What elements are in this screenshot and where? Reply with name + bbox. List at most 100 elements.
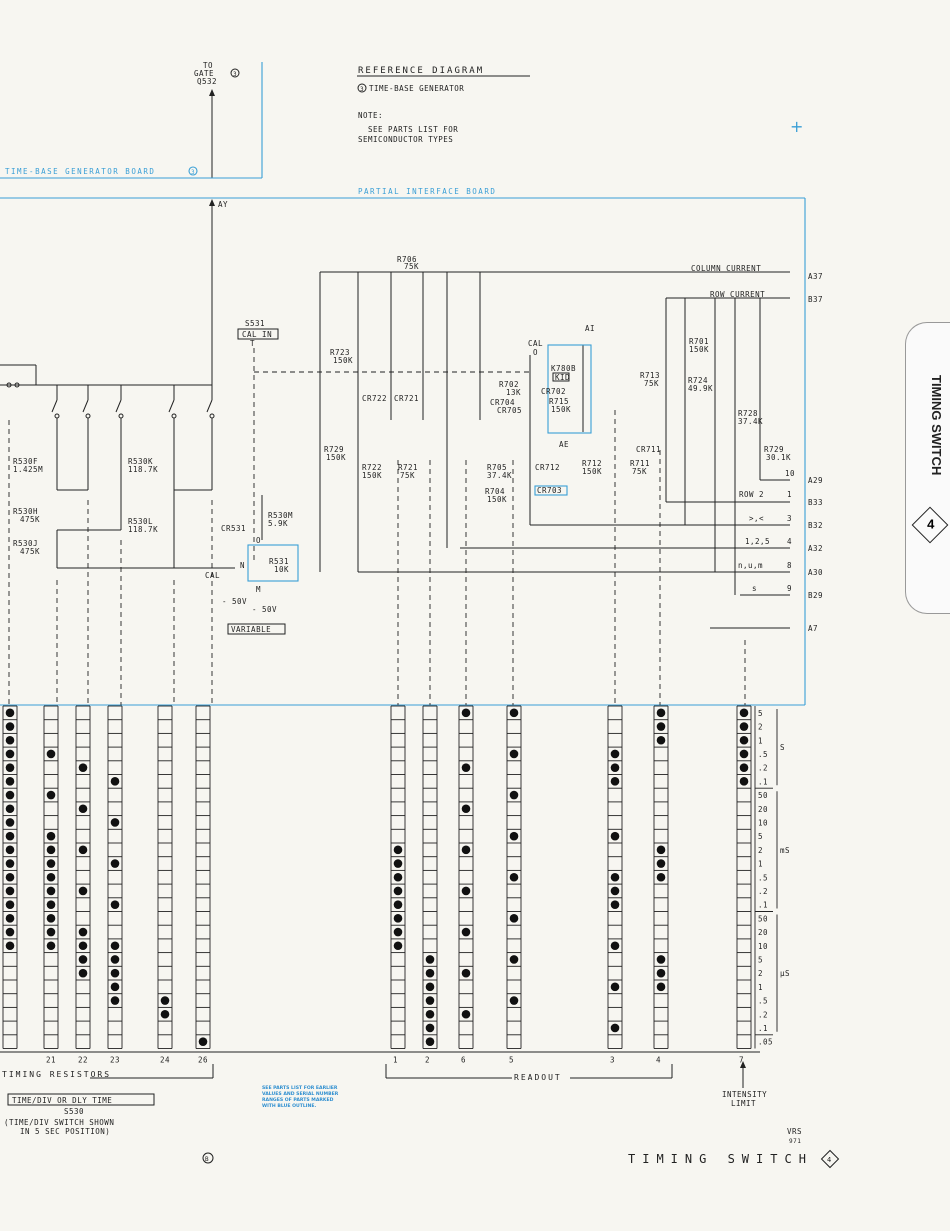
contact-dot	[461, 886, 471, 896]
terminal-a30: A30	[808, 568, 823, 577]
position-label: .2	[758, 1010, 768, 1019]
contact-dot	[393, 927, 403, 937]
contact-dot	[656, 845, 666, 855]
contact-dot	[425, 968, 435, 978]
contact-dot	[46, 914, 56, 923]
readout-label: READOUT	[514, 1073, 562, 1082]
terminal-a32: A32	[808, 544, 823, 553]
tab-number: 4	[927, 516, 935, 532]
r530l-value: 118.7K	[128, 525, 158, 534]
r722-value: 150K	[362, 471, 382, 480]
contact-dot	[509, 955, 519, 964]
r729a-value: 30.1K	[766, 453, 791, 462]
diagram-title: REFERENCE DIAGRAM	[358, 66, 484, 76]
r729b-value: 150K	[326, 453, 346, 462]
contact-dot	[5, 927, 15, 937]
r729a-name: R729	[764, 445, 784, 454]
column-label: 22	[78, 1056, 88, 1065]
contact-dot	[110, 955, 120, 964]
r701-name: R701	[689, 337, 709, 346]
contact-dot	[78, 927, 88, 937]
terminal-b32: B32	[808, 521, 823, 530]
contact-dot	[425, 1023, 435, 1033]
unit-label: S	[780, 743, 785, 752]
contact-dot	[656, 735, 666, 745]
cr703-label: CR703	[537, 486, 562, 495]
contact-dot	[610, 900, 620, 909]
variable-label: VARIABLE	[231, 625, 271, 634]
contact-dot	[739, 735, 749, 745]
one25-label: 1,2,5	[745, 537, 770, 546]
contact-dot	[78, 955, 88, 964]
contact-dot	[739, 749, 749, 759]
contact-dot	[110, 777, 120, 786]
r712-value: 150K	[582, 467, 602, 476]
r530m-value: 5.9K	[268, 519, 288, 528]
contact-dot	[5, 886, 15, 896]
initials: VRS	[787, 1127, 802, 1136]
contact-dot	[393, 900, 403, 909]
pin-3: 3	[787, 514, 792, 523]
column-label: 6	[461, 1056, 466, 1065]
r711-name: R711	[630, 459, 650, 468]
r530m-name: R530M	[268, 511, 293, 520]
note-line2: SEMICONDUCTOR TYPES	[358, 135, 453, 144]
contact-dot	[46, 886, 56, 896]
r704-name: R704	[485, 487, 505, 496]
position-label: .2	[758, 764, 768, 773]
contact-dot	[425, 996, 435, 1005]
contact-dot	[393, 845, 403, 855]
cr712-label: CR712	[535, 463, 560, 472]
r702-name: R702	[499, 380, 519, 389]
pin-1: 1	[787, 490, 792, 499]
column-label: 3	[610, 1056, 615, 1065]
position-label: 50	[758, 914, 768, 923]
contact-dot	[46, 859, 56, 868]
position-label: 2	[758, 846, 763, 855]
r721-value: 75K	[400, 471, 415, 480]
r704-value: 150K	[487, 495, 507, 504]
bottom-title: TIMING SWITCH	[628, 1152, 813, 1166]
r530l-name: R530L	[128, 517, 153, 526]
contact-dot	[610, 982, 620, 992]
cal-in-label: CAL IN	[242, 330, 272, 339]
r715-name: R715	[549, 397, 569, 406]
pin-4: 4	[787, 537, 792, 546]
r711-value: 75K	[632, 467, 647, 476]
contact-dot	[46, 927, 56, 937]
contact-dot	[5, 735, 15, 745]
minus50-a: - 50V	[222, 597, 247, 606]
column-label: 24	[160, 1056, 170, 1065]
contact-dot	[160, 996, 170, 1005]
contact-dot	[110, 859, 120, 868]
contact-dot	[393, 941, 403, 951]
contact-dot	[509, 831, 519, 841]
contact-dot	[5, 708, 15, 718]
contact-dot	[509, 749, 519, 759]
gate-to: TO	[203, 61, 213, 70]
contact-dot	[393, 914, 403, 923]
contact-dot	[656, 968, 666, 978]
position-label: .5	[758, 873, 768, 882]
position-label: .1	[758, 777, 768, 786]
contact-dot	[78, 804, 88, 814]
contact-dot	[393, 886, 403, 896]
cal-label-left: CAL	[205, 571, 220, 580]
cr702-label: CR702	[541, 387, 566, 396]
contact-dot	[425, 1009, 435, 1019]
r530h-name: R530H	[13, 507, 38, 516]
num-label: n,u,m	[738, 561, 763, 570]
r729b-name: R729	[324, 445, 344, 454]
contact-dot	[656, 722, 666, 731]
contact-dot	[610, 777, 620, 786]
contact-dot	[46, 831, 56, 841]
gate-num: 3	[233, 71, 237, 78]
contact-dot	[610, 763, 620, 772]
position-label: 5	[758, 955, 763, 964]
unit-label: mS	[780, 846, 790, 855]
r723-name: R723	[330, 348, 350, 357]
section-tab[interactable]	[905, 322, 950, 614]
contact-dot	[78, 968, 88, 978]
row2-label: ROW 2	[739, 490, 764, 499]
